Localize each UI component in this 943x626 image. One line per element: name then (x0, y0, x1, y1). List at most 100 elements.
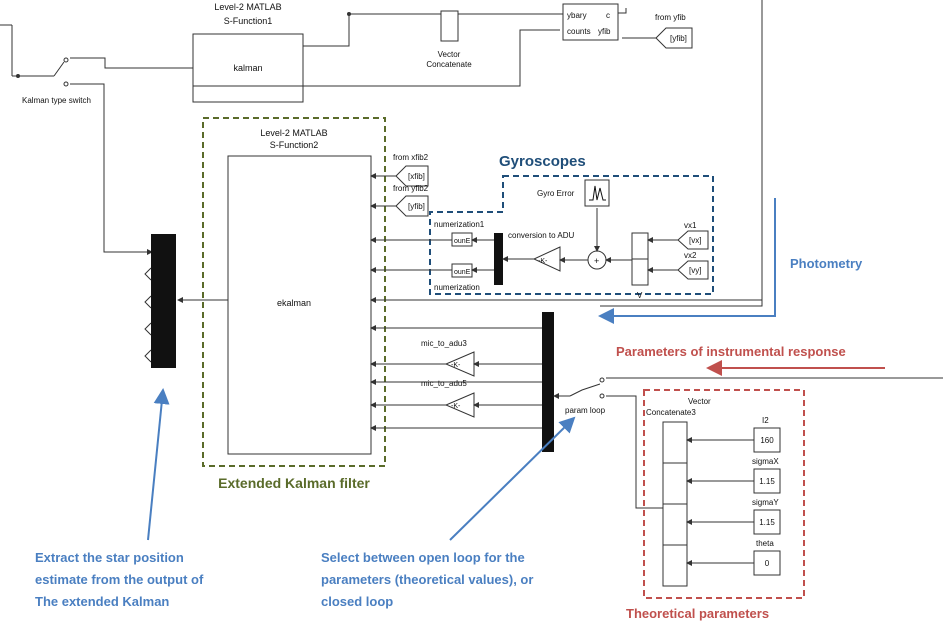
photometry-arrow (598, 198, 776, 324)
from-yfib-label: from yfib (655, 13, 686, 22)
kalman-type-switch-label: Kalman type switch (22, 96, 91, 105)
mux-out-1 (144, 267, 152, 281)
from-yfib2-label: from yfib2 (393, 184, 429, 193)
sigmay-constant[interactable] (753, 509, 781, 535)
i2-label: I2 (762, 416, 769, 425)
sfun2-title-1: Level-2 MATLAB (260, 128, 327, 138)
mic-to-adu5-text: -K- (451, 403, 461, 410)
theta-label: theta (756, 539, 774, 548)
sum-plus: + (594, 256, 599, 266)
numerization1-icon-text: ounE (454, 238, 471, 245)
demux-block[interactable] (494, 233, 503, 285)
output-mux-block[interactable] (151, 234, 176, 368)
extract-text-2: estimate from the output of (35, 572, 204, 587)
mic-to-adu5-label: mic_to_adu5 (421, 379, 467, 388)
conversion-gain-text: -K- (538, 258, 548, 265)
c-port: c (606, 11, 610, 20)
ekalman-label: ekalman (277, 298, 311, 308)
select-text-2: parameters (theoretical values), or (321, 572, 533, 587)
select-arrow (449, 416, 576, 541)
xfib-tag: [xfib] (408, 172, 425, 181)
wire-c (618, 8, 627, 14)
yfib-tag: [yfib] (670, 34, 687, 43)
switch-contact-1 (63, 57, 69, 63)
sigmax-constant[interactable] (753, 468, 781, 494)
vector-concat3-label-1: Vector (688, 397, 711, 406)
ybary-block[interactable] (562, 3, 619, 41)
sfun1-title-1: Level-2 MATLAB (214, 2, 281, 12)
sigmax-label: sigmaX (752, 457, 779, 466)
switch-lever (53, 61, 65, 77)
theoretical-annotation: Theoretical parameters (626, 606, 769, 621)
wire-theoretical (606, 395, 663, 509)
param-switch-contact-2 (599, 393, 605, 399)
sfun1-title-2: S-Function1 (224, 16, 273, 26)
kalman-block[interactable] (192, 33, 304, 103)
ybary-port: ybary (567, 11, 587, 20)
vy-goto[interactable] (677, 260, 709, 280)
gyroscopes-annotation: Gyroscopes (499, 153, 586, 170)
i2-value: 160 (760, 436, 774, 445)
vector-concat-label-1: Vector (438, 50, 461, 59)
switch-contact-2 (63, 81, 69, 87)
sfun2-title-2: S-Function2 (270, 140, 319, 150)
vx-tag: [vx] (689, 236, 701, 245)
numerization1-label: numerization1 (434, 220, 485, 229)
gyro-error-label: Gyro Error (537, 189, 575, 198)
v-label: V (637, 291, 643, 300)
numerization-label: numerization (434, 283, 480, 292)
vector-concatenate-block[interactable] (440, 10, 459, 42)
wire-top-1 (303, 14, 350, 47)
sigmay-value: 1.15 (759, 518, 775, 527)
yfib2-tag: [yfib] (408, 202, 425, 211)
gyroscopes-dashed-box (429, 175, 714, 295)
select-text-3: closed loop (321, 594, 393, 609)
ekf-annotation: Extended Kalman filter (218, 475, 370, 491)
mic-to-adu3-text: -K- (451, 362, 461, 369)
ekalman-block[interactable] (227, 155, 372, 455)
photometry-annotation: Photometry (790, 256, 863, 271)
from-xfib2-label: from xfib2 (393, 153, 429, 162)
ekf-dashed-box (202, 117, 386, 467)
vector-concat-label-2: Concatenate (426, 60, 472, 69)
mic-to-adu3-label: mic_to_adu3 (421, 339, 467, 348)
i2-constant[interactable] (753, 427, 781, 453)
wire-top-3 (193, 29, 560, 87)
theta-constant[interactable] (753, 550, 781, 576)
param-demux-block[interactable] (542, 312, 554, 452)
vx2-label: vx2 (684, 251, 697, 260)
yfib-port: yfib (598, 27, 611, 36)
sigmay-label: sigmaY (752, 498, 779, 507)
extract-arrow (147, 388, 170, 541)
extract-text-3: The extended Kalman (35, 594, 169, 609)
vector-concat3-label-2: Concatenate3 (646, 408, 696, 417)
wire-switch-to-mux (70, 83, 153, 255)
from-yfib2-goto[interactable] (395, 195, 429, 217)
junction-dot (347, 12, 351, 16)
instrumental-annotation: Parameters of instrumental response (616, 344, 846, 359)
param-loop-label: param loop (565, 406, 606, 415)
vy-tag: [vy] (689, 266, 701, 275)
kalman-label: kalman (233, 63, 262, 73)
extract-text-1: Extract the star position (35, 550, 184, 565)
conversion-label: conversion to ADU (508, 231, 574, 240)
from-yfib-goto[interactable] (655, 27, 693, 49)
mux-out-3 (144, 322, 152, 336)
noise-icon (589, 185, 606, 201)
theoretical-dashed-box (643, 389, 805, 599)
from-xfib2-goto[interactable] (395, 165, 429, 187)
param-switch-contact-1 (599, 377, 605, 383)
wire-kalman-switch (70, 57, 193, 69)
sigmax-value: 1.15 (759, 477, 775, 486)
vx-goto[interactable] (677, 230, 709, 250)
mux-out-4 (144, 349, 152, 363)
select-text-1: Select between open loop for the (321, 550, 525, 565)
mux-out-2 (144, 295, 152, 309)
param-switch-lever (569, 383, 601, 397)
counts-port: counts (567, 27, 591, 36)
gyro-error-block[interactable] (584, 179, 610, 207)
theta-value: 0 (765, 559, 770, 568)
numerization-icon-text: ounE (454, 269, 471, 276)
wire-photometry-top (600, 0, 763, 307)
